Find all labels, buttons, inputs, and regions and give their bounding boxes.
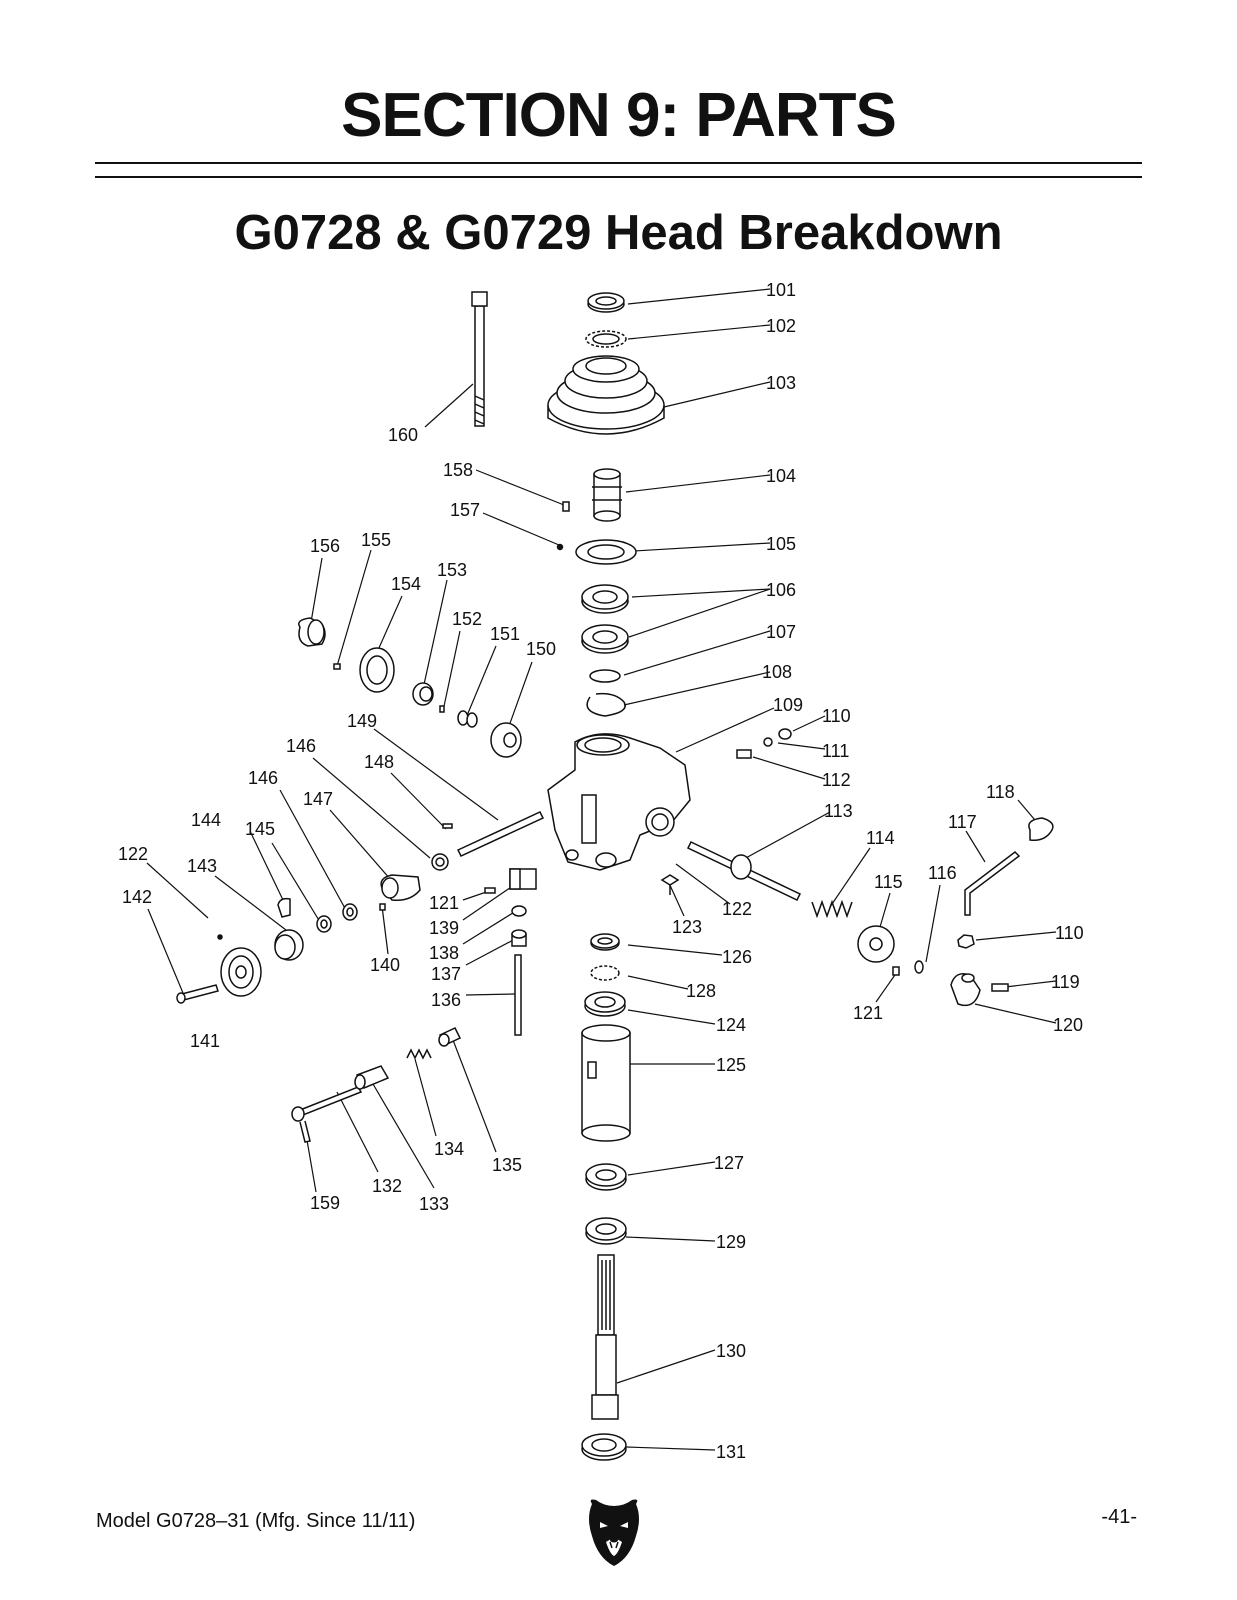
callout-148: 148 (364, 752, 394, 772)
callout-130: 130 (716, 1341, 746, 1361)
callout-131: 131 (716, 1442, 746, 1462)
callout-114: 114 (866, 828, 895, 848)
callout-151: 151 (490, 624, 520, 644)
callout-150: 150 (526, 639, 556, 659)
callout-112: 112 (822, 770, 851, 790)
callout-133: 133 (419, 1194, 449, 1214)
callout-147: 147 (303, 789, 333, 809)
callout-122-left: 122 (118, 844, 148, 864)
title-rule-top (95, 162, 1142, 164)
callout-121-left: 121 (429, 893, 459, 913)
callout-146-upper: 146 (286, 736, 316, 756)
callout-159: 159 (310, 1193, 340, 1213)
callout-146-lower: 146 (248, 768, 278, 788)
callout-145: 145 (245, 819, 275, 839)
callout-117: 117 (948, 812, 977, 832)
callout-139: 139 (429, 918, 459, 938)
page-number: -41- (1101, 1506, 1137, 1528)
callout-135: 135 (492, 1155, 522, 1175)
diagram-title: G0728 & G0729 Head Breakdown (234, 206, 1003, 260)
callout-124: 124 (716, 1015, 746, 1035)
callout-123: 123 (672, 917, 702, 937)
callout-129: 129 (716, 1232, 746, 1252)
callout-110-lower: 110 (1055, 923, 1084, 943)
section-title: SECTION 9: PARTS (341, 81, 897, 150)
callout-108: 108 (762, 662, 792, 682)
callout-101: 101 (766, 280, 796, 300)
parts-drawing (176, 291, 1054, 1461)
footer-model: Model G0728–31 (Mfg. Since 11/11) (96, 1510, 416, 1532)
callout-128: 128 (686, 981, 716, 1001)
callout-144: 144 (191, 810, 221, 830)
callout-122-right: 122 (722, 899, 752, 919)
callout-126: 126 (722, 947, 752, 967)
callout-142: 142 (122, 887, 152, 907)
callout-107: 107 (766, 622, 796, 642)
callout-121-right: 121 (853, 1003, 883, 1023)
callout-154: 154 (391, 574, 421, 594)
callout-115: 115 (874, 872, 903, 892)
callout-136: 136 (431, 990, 461, 1010)
callout-152: 152 (452, 609, 482, 629)
callout-127: 127 (714, 1153, 744, 1173)
callout-120: 120 (1053, 1015, 1083, 1035)
callout-140: 140 (370, 955, 400, 975)
callout-103: 103 (766, 373, 796, 393)
callout-113: 113 (824, 801, 853, 821)
callout-106: 106 (766, 580, 796, 600)
callout-132: 132 (372, 1176, 402, 1196)
callout-156: 156 (310, 536, 340, 556)
callout-116: 116 (928, 863, 957, 883)
callout-137: 137 (431, 964, 461, 984)
callout-143: 143 (187, 856, 217, 876)
title-rule-bottom (95, 176, 1142, 178)
callout-141: 141 (190, 1031, 220, 1051)
callout-158: 158 (443, 460, 473, 480)
callout-109: 109 (773, 695, 803, 715)
callout-104: 104 (766, 466, 796, 486)
callout-110-upper: 110 (822, 706, 851, 726)
callout-119: 119 (1051, 972, 1080, 992)
callout-138: 138 (429, 943, 459, 963)
callout-160: 160 (388, 425, 418, 445)
part-callouts: 101 102 103 104 105 106 107 108 109 110 … (118, 280, 1084, 1462)
callout-125: 125 (716, 1055, 746, 1075)
callout-111: 111 (822, 741, 849, 761)
callout-102: 102 (766, 316, 796, 336)
callout-134: 134 (434, 1139, 464, 1159)
callout-118: 118 (986, 782, 1015, 802)
leader-lines (146, 288, 1057, 1451)
callout-157: 157 (450, 500, 480, 520)
bear-head-logo-icon (589, 1499, 639, 1566)
callout-153: 153 (437, 560, 467, 580)
callout-149: 149 (347, 711, 377, 731)
callout-105: 105 (766, 534, 796, 554)
callout-155: 155 (361, 530, 391, 550)
